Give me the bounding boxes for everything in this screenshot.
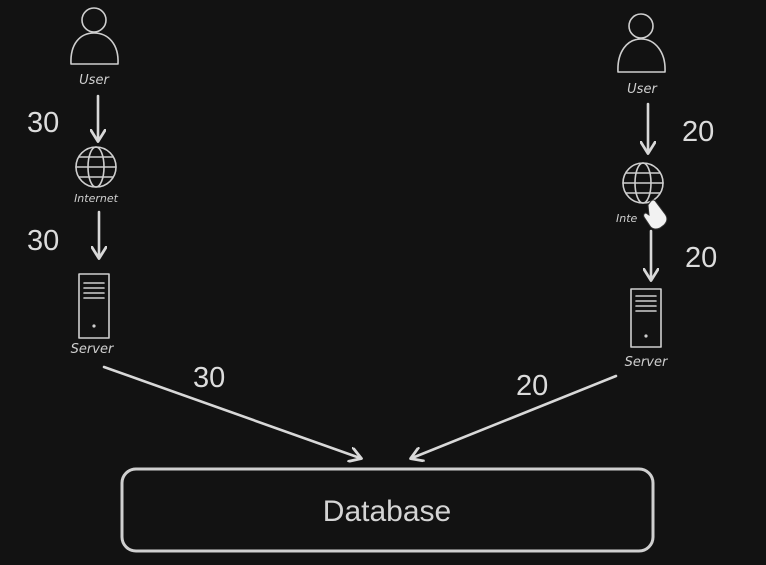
left-server-to-database-arrow (102, 365, 360, 458)
left-user-to-internet-value: 30 (27, 107, 59, 139)
right-user-to-internet-value: 20 (682, 116, 714, 148)
right-internet-label: Inte (616, 212, 638, 225)
left-user-label: User (79, 73, 110, 88)
left-server-icon (78, 273, 110, 339)
right-server-to-database-value: 20 (516, 370, 548, 402)
database-box (120, 467, 655, 553)
left-user-icon (70, 7, 119, 65)
left-internet-to-server-value: 30 (27, 225, 59, 257)
database-label: Database (323, 495, 451, 528)
hand-cursor-icon (643, 199, 668, 230)
right-user-label: User (627, 82, 658, 97)
right-server-icon (630, 288, 662, 348)
right-internet-to-server-value: 20 (685, 242, 717, 274)
left-server-label: Server (71, 342, 115, 357)
left-server-to-database-value: 30 (193, 362, 225, 394)
right-user-icon (617, 13, 666, 73)
left-globe-icon (75, 146, 117, 188)
right-server-to-database-arrow (412, 374, 618, 458)
left-internet-label: Internet (74, 192, 119, 205)
right-globe-icon (622, 162, 664, 204)
right-server-label: Server (625, 355, 669, 370)
